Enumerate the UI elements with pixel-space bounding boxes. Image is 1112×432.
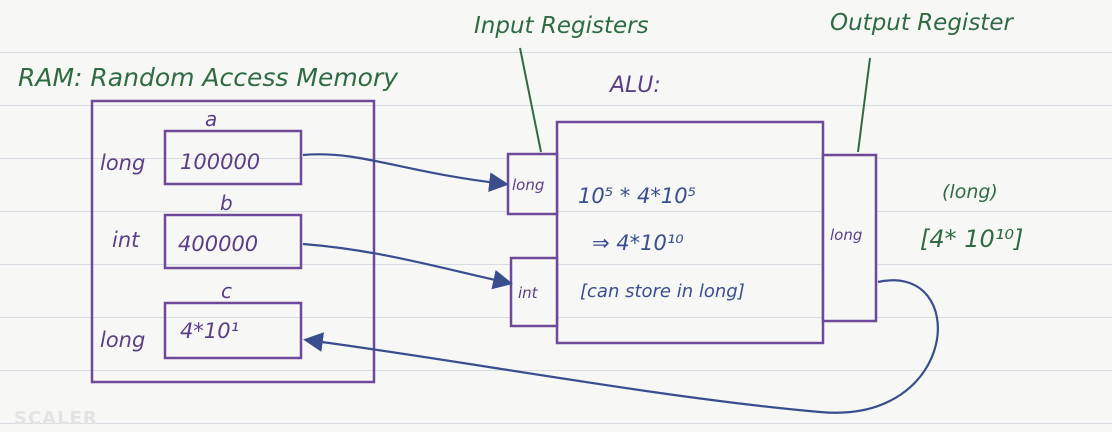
ram-title: RAM: Random Access Memory: [18, 63, 399, 92]
output-value-type: (long): [942, 181, 998, 203]
var-c-name: c: [221, 279, 232, 303]
var-a-value: 100000: [180, 150, 260, 174]
input-registers-label: Input Registers: [474, 13, 649, 39]
output-value: [4* 10¹⁰]: [920, 225, 1023, 253]
input-register-long-label: long: [512, 176, 544, 194]
input-register-int-label: int: [518, 284, 539, 302]
var-a-name: a: [205, 107, 217, 131]
var-c-type: long: [100, 328, 145, 352]
output-register: [821, 153, 878, 323]
input-registers-pointer: [519, 47, 542, 153]
output-register-pointer: [857, 57, 871, 153]
output-register-label-type: long: [830, 226, 862, 244]
var-c-value: 4*10¹: [180, 319, 239, 343]
var-a-type: long: [100, 151, 145, 175]
var-b-cell: [163, 213, 303, 270]
var-a-cell: [163, 129, 303, 186]
var-b-value: 400000: [178, 232, 258, 256]
var-b-name: b: [220, 191, 233, 215]
output-register-label: Output Register: [830, 10, 1014, 36]
arrow-output-to-c: [303, 279, 939, 414]
ram-box: [90, 99, 376, 384]
input-register-int: [509, 256, 559, 328]
var-b-type: int: [112, 228, 140, 252]
alu-result: ⇒ 4*10¹⁰: [592, 231, 684, 255]
alu-note: [can store in long]: [580, 281, 745, 302]
alu-expression: 10⁵ * 4*10⁵: [578, 184, 696, 208]
var-c-cell: [163, 301, 303, 360]
scaler-watermark: SCALER: [14, 408, 98, 429]
arrow-a-to-alu: [302, 153, 509, 193]
alu-title: ALU:: [608, 73, 661, 98]
arrow-b-to-alu: [302, 242, 513, 290]
